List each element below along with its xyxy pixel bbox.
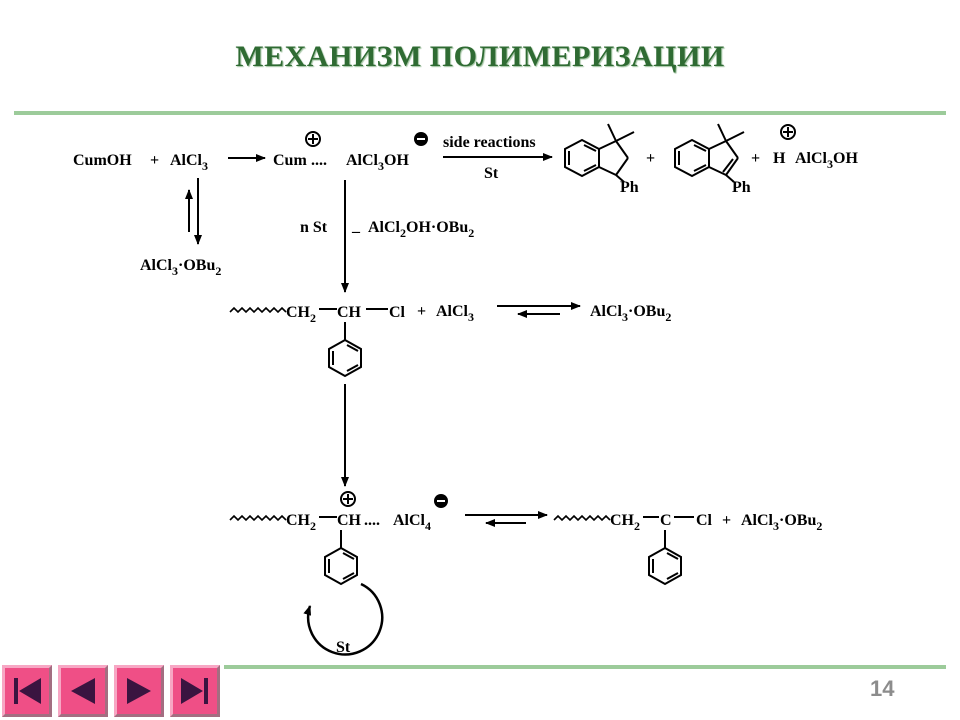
side-reactions-label: side reactions [443, 134, 536, 151]
chlorine-atom: Cl [696, 512, 713, 529]
alcl3-obu2-final: AlCl3·OBu2 [741, 512, 822, 533]
plus-sign-2: + [646, 150, 655, 167]
alcl3oh-anion: AlCl3OH [346, 152, 409, 173]
alcl3-reagent: AlCl3 [170, 152, 208, 173]
benzene-ring [328, 338, 362, 378]
alcl3-obu2-complex: AlCl3·OBu2 [140, 257, 221, 278]
cycle-styrene-label: St [336, 639, 351, 656]
elimination-label: – [351, 223, 361, 240]
alcl2oh-obu2-label: AlCl2OH·OBu2 [368, 219, 474, 240]
ch2-group: CH2 [286, 304, 316, 325]
ch2-group: CH2 [610, 512, 640, 533]
minus-charge-icon [414, 132, 428, 146]
chain-growth-cycle-arrow [303, 582, 384, 656]
ion-pair-dots: .... [364, 512, 380, 529]
alcl3-obu2-product: AlCl3·OBu2 [590, 303, 671, 324]
alcl3-label-row2: AlCl3 [436, 303, 474, 324]
n-styrene-label: n St [300, 219, 328, 236]
slide-title: МЕХАНИЗМ ПОЛИМЕРИЗАЦИИ [235, 40, 725, 73]
cumoh-label: CumOH [73, 152, 132, 169]
carbon-atom: C [660, 512, 672, 529]
plus-sign-4: + [417, 303, 426, 320]
plus-sign-5: + [722, 512, 731, 529]
ch2-group: CH2 [286, 512, 316, 533]
alcl3oh-anion-product: AlCl3OH [795, 150, 858, 171]
cum-cation: Cum [273, 152, 307, 169]
last-slide-icon [181, 678, 208, 704]
polymer-chain-wave [229, 514, 287, 522]
indane-structure-1 [564, 123, 635, 183]
ch-group: CH [337, 304, 362, 321]
phenyl-label-2: Ph [732, 179, 751, 196]
carbocation-ch: CH [337, 512, 362, 529]
top-divider [14, 111, 946, 115]
phenyl-label-1: Ph [620, 179, 639, 196]
plus-charge-icon [780, 124, 796, 140]
plus-sign-3: + [751, 150, 760, 167]
plus-sign: + [150, 152, 159, 169]
ion-pair-dots: .... [311, 152, 327, 169]
next-slide-icon [127, 678, 151, 704]
page-number: 14 [870, 676, 895, 701]
first-slide-icon [14, 678, 41, 704]
next-slide-button[interactable] [114, 665, 164, 717]
bottom-divider [224, 665, 946, 669]
last-slide-button[interactable] [170, 665, 220, 717]
previous-slide-icon [71, 678, 95, 704]
plus-charge-icon [340, 491, 356, 507]
previous-slide-button[interactable] [58, 665, 108, 717]
minus-charge-icon [434, 494, 448, 508]
polymer-chain-wave [229, 306, 287, 314]
plus-charge-icon [305, 131, 321, 147]
indene-structure-2 [674, 123, 745, 183]
alcl4-anion: AlCl4 [393, 512, 431, 533]
proton-label: H [773, 150, 786, 167]
styrene-label: St [484, 165, 499, 182]
first-slide-button[interactable] [2, 665, 52, 717]
benzene-ring [648, 546, 682, 586]
polymer-chain-wave [553, 514, 611, 522]
benzene-ring [324, 546, 358, 586]
chlorine-atom: Cl [389, 304, 406, 321]
